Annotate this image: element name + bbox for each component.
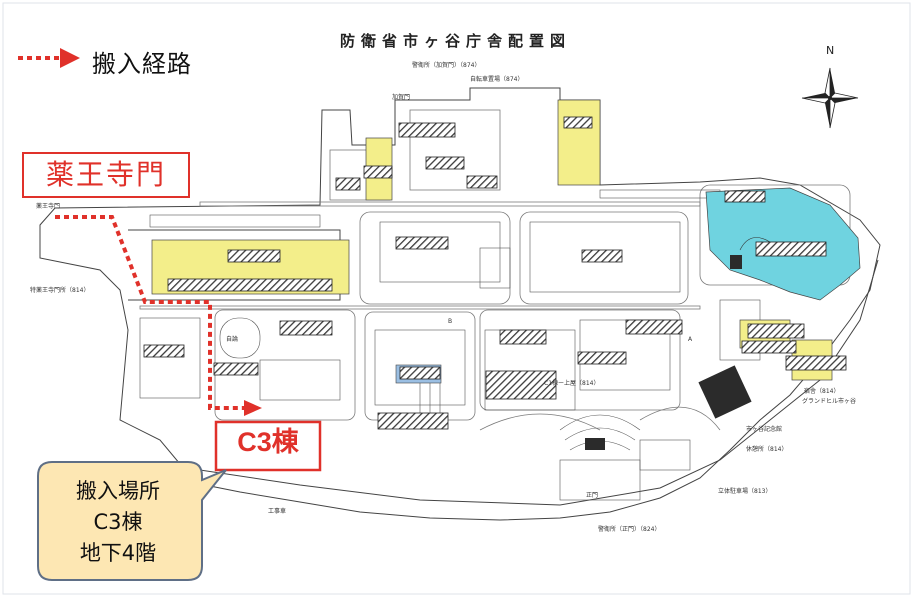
- label-kaga-gate: 加賀門: [392, 94, 411, 101]
- label-seimon: 正門: [586, 492, 599, 499]
- label-special-gate: 特薬王寺門所（814）: [30, 287, 90, 294]
- label-gate-a: A: [688, 336, 693, 343]
- c3-highlight-box: [214, 420, 322, 472]
- callout-line-3: 地下4階: [79, 541, 157, 565]
- legend-label: 搬入経路: [92, 50, 192, 78]
- label-bike-parking: 自転車置場（874）: [470, 76, 524, 83]
- delivery-route-arrowhead: [244, 400, 262, 416]
- hatched-buildings: [143, 116, 847, 430]
- north-label: N: [826, 44, 835, 57]
- map-title: 防衛省市ヶ谷庁舎配置図: [340, 32, 572, 50]
- c3-building-label: C3棟: [237, 427, 299, 457]
- callout-text: 搬入場所 C3棟 地下4階: [42, 476, 194, 569]
- label-yakuoji-small: 薬王寺門: [36, 203, 61, 210]
- dark-structures: [585, 255, 752, 450]
- callout-bubble: [37, 461, 227, 581]
- label-koji: 工事車: [268, 508, 287, 515]
- gate-label-box: 薬王寺門: [22, 152, 190, 198]
- compass-icon: [801, 67, 859, 129]
- label-guard-north: 警衛所（加賀門）（874）: [412, 62, 481, 69]
- delivery-route: [55, 215, 255, 410]
- label-rest: 休憩所（814）: [746, 446, 788, 453]
- callout-line-1: 搬入場所: [76, 479, 160, 503]
- label-c1-roof: C1棟ー上屋（814）: [544, 380, 600, 387]
- label-parking: 立体駐車場（813）: [718, 488, 772, 495]
- label-grand-hill: グランドヒル市ヶ谷: [802, 398, 857, 405]
- building-yellow-north-b: [557, 99, 601, 186]
- callout-line-2: C3棟: [93, 510, 143, 534]
- legend-route-symbol: [18, 48, 80, 68]
- label-jiron: 自論: [226, 336, 239, 343]
- label-gate-b: B: [448, 318, 453, 325]
- label-ichigaya-hall: 市ヶ谷記念館: [746, 426, 783, 433]
- label-lodging: 宿舎（814）: [804, 388, 840, 395]
- label-guard-main: 警衛所（正門）（824）: [598, 526, 661, 533]
